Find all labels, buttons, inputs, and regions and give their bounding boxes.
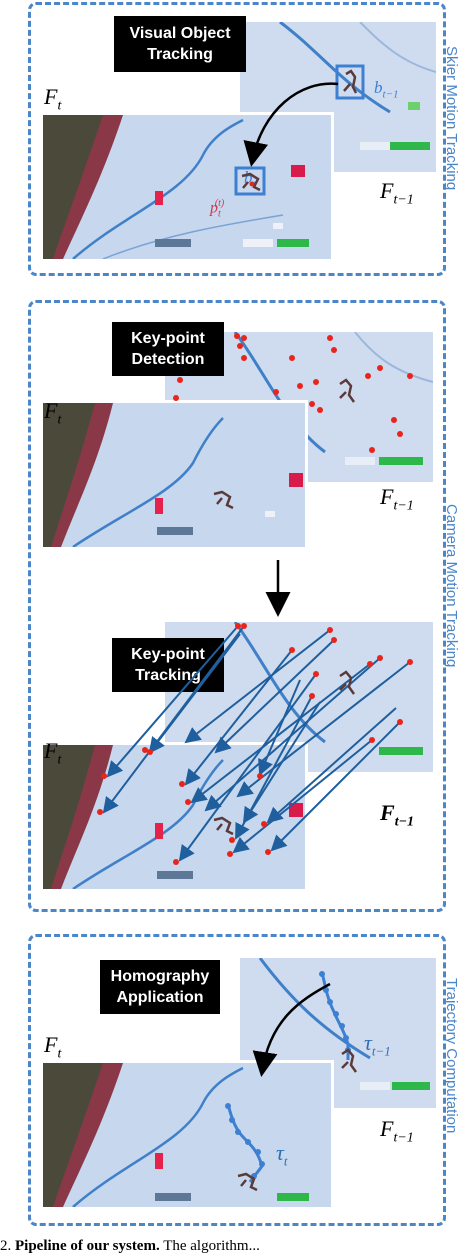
panel-trajectory-computation [28,934,446,1226]
frame-front-trajectory [40,1060,334,1210]
frame-label-front-tracking: Ft [44,738,62,768]
traj-label-current: τt [276,1140,288,1169]
point-label: pt(t) [210,198,225,220]
side-label-trajectory: Trajectory Computation [443,978,460,1134]
side-label-skier-motion: Skier Motion Tracking [443,46,460,191]
panel-camera-motion-tracking [28,300,446,912]
box-label-current: bt [244,168,256,191]
frame-label-front-detection: Ft [44,398,62,428]
frame-label-back-detection: Ft−1 [380,484,414,514]
frame-label-front-trajectory: Ft [44,1032,62,1062]
traj-label-prev: τt−1 [364,1030,391,1059]
frame-front-detection [40,400,308,550]
frame-label-back-trajectory: Ft−1 [380,1116,414,1146]
frame-label-back: Ft−1 [380,178,414,208]
frame-label-front: Ft [44,84,62,114]
frame-front-tracking [40,742,308,892]
frame-front-t [40,112,334,262]
panel-skier-motion-tracking [28,2,446,276]
box-label-prev: bt−1 [374,78,399,101]
figure-caption: 2. Pipeline of our system. The algorithm… [0,1238,260,1254]
frame-label-back-tracking: Ft−1 [380,800,415,830]
side-label-camera-motion: Camera Motion Tracking [443,504,460,668]
